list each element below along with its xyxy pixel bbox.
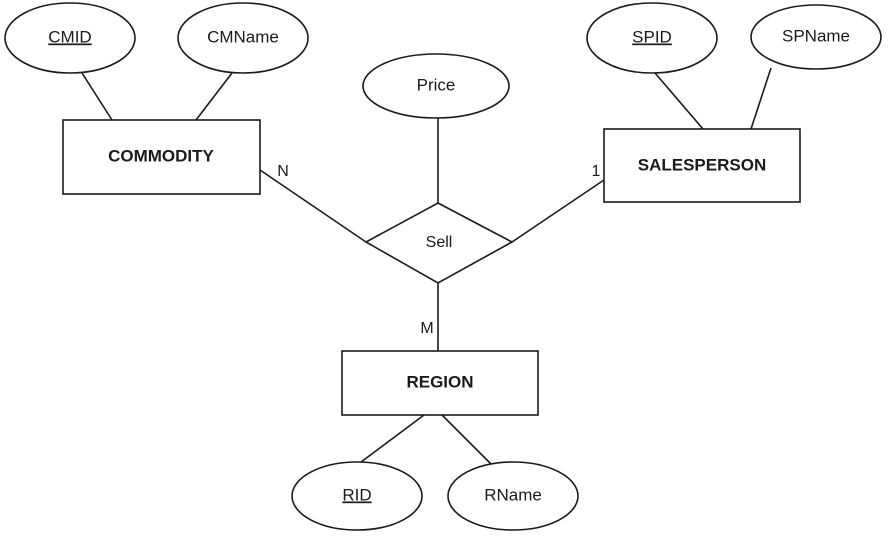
attribute-spid[interactable]: SPID (586, 2, 718, 74)
edge-spname-salesperson (750, 67, 772, 130)
attribute-cmid[interactable]: CMID (4, 2, 136, 74)
attribute-spname[interactable]: SPName (750, 4, 882, 70)
connections (81, 67, 772, 466)
relationship-sell-label: Sell (426, 234, 453, 251)
relationship-sell[interactable]: Sell (364, 202, 514, 284)
attribute-cmname[interactable]: CMName (177, 2, 309, 74)
attribute-spid-label: SPID (632, 27, 672, 46)
attribute-rid-label: RID (342, 485, 371, 504)
edge-cmname-commodity (195, 72, 233, 121)
attribute-rname-label: RName (484, 485, 542, 504)
cardinality-salesperson: 1 (592, 163, 601, 180)
entity-commodity[interactable]: COMMODITY (62, 119, 261, 195)
edge-spid-salesperson (654, 72, 704, 130)
cardinality-region: M (420, 320, 433, 337)
edge-commodity-sell (259, 169, 367, 243)
entity-region-label: REGION (406, 372, 473, 391)
entity-salesperson[interactable]: SALESPERSON (603, 128, 801, 203)
edge-region-rid (356, 414, 425, 466)
attribute-spname-label: SPName (782, 26, 850, 45)
attribute-cmname-label: CMName (207, 27, 279, 46)
edge-region-rname (441, 414, 493, 466)
attribute-price[interactable]: Price (362, 53, 510, 119)
cardinality-commodity: N (277, 163, 289, 180)
attribute-cmid-label: CMID (48, 27, 91, 46)
entity-region[interactable]: REGION (341, 350, 539, 416)
entity-salesperson-label: SALESPERSON (638, 155, 766, 174)
edge-sell-salesperson (511, 179, 605, 243)
entity-commodity-label: COMMODITY (108, 146, 214, 165)
attribute-rid[interactable]: RID (291, 461, 423, 531)
edge-cmid-commodity (81, 72, 113, 121)
attribute-price-label: Price (417, 75, 456, 94)
attribute-rname[interactable]: RName (447, 461, 579, 531)
